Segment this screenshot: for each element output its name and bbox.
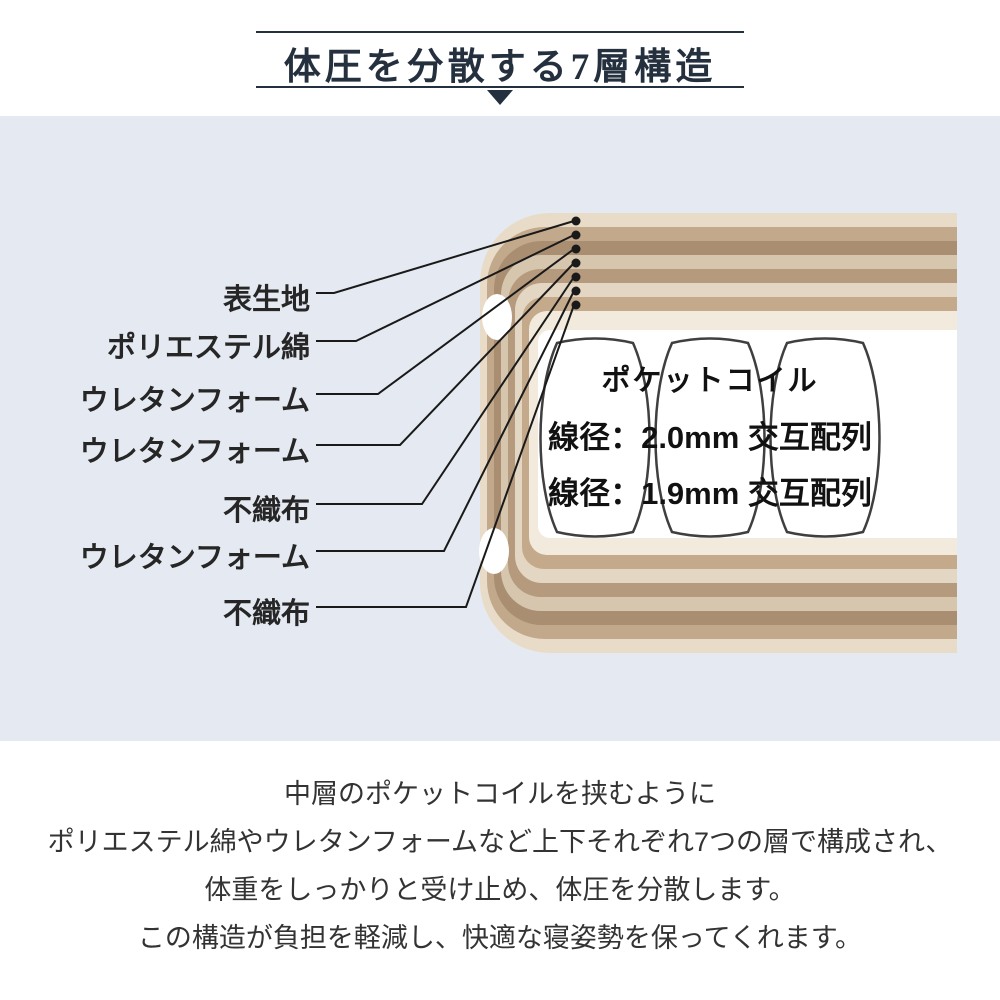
connector-dot-5: [571, 272, 581, 282]
connector-line-7: [316, 304, 575, 608]
connector-line-6: [316, 290, 575, 552]
connector-line-4: [316, 262, 575, 446]
connector-dots: [571, 216, 581, 310]
connector-dot-6: [571, 286, 581, 296]
layer-label-1: 表生地: [222, 284, 310, 316]
connector-dot-7: [571, 300, 581, 310]
layer-label-5: 不織布: [222, 495, 310, 527]
pocket-coil-3: [769, 337, 881, 538]
description-line-2: ポリエステル綿やウレタンフォームなど上下それぞれ7つの層で構成され、: [47, 827, 953, 857]
edge-vents: [479, 294, 512, 574]
connector-lines: [316, 220, 575, 608]
description-block: 中層のポケットコイルを挟むように ポリエステル綿やウレタンフォームなど上下それぞ…: [0, 770, 1000, 962]
connector-dot-2: [571, 230, 581, 240]
layer-label-6: ウレタンフォーム: [79, 542, 310, 574]
pocket-coil-2: [654, 337, 766, 538]
connector-line-5: [316, 276, 575, 505]
connector-line-2: [316, 234, 575, 342]
connector-dot-4: [571, 258, 581, 268]
connector-line-1: [316, 220, 575, 294]
layer-label-3: ウレタンフォーム: [79, 385, 310, 417]
connector-line-3: [316, 248, 575, 395]
connector-dot-1: [571, 216, 581, 226]
coil-spec-1: 線径：2.0mm 交互配列: [548, 420, 872, 455]
connector-dot-3: [571, 244, 581, 254]
description-line-4: この構造が負担を軽減し、快適な寝姿勢を保ってくれます。: [137, 923, 863, 953]
description-line-3: 体重をしっかりと受け止め、体圧を分散します。: [204, 875, 796, 905]
layer-label-7: 不織布: [222, 598, 310, 630]
coil-spec-2: 線径：1.9mm 交互配列: [548, 476, 872, 511]
edge-vent-top: [482, 294, 512, 340]
coil-title: ポケットコイル: [601, 365, 819, 397]
description-line-1: 中層のポケットコイルを挟むように: [284, 779, 716, 809]
title-rule-bottom: [256, 86, 744, 88]
pocket-coils: [539, 337, 881, 538]
title-rule-top: [256, 31, 744, 33]
layer-label-2: ポリエステル綿: [106, 332, 310, 364]
page-title: 体圧を分散する7層構造: [283, 47, 717, 88]
edge-vent-bottom: [479, 528, 509, 574]
layer-label-4: ウレタンフォーム: [79, 436, 310, 468]
down-arrow-icon: [487, 90, 513, 105]
pocket-coil-1: [539, 337, 651, 538]
